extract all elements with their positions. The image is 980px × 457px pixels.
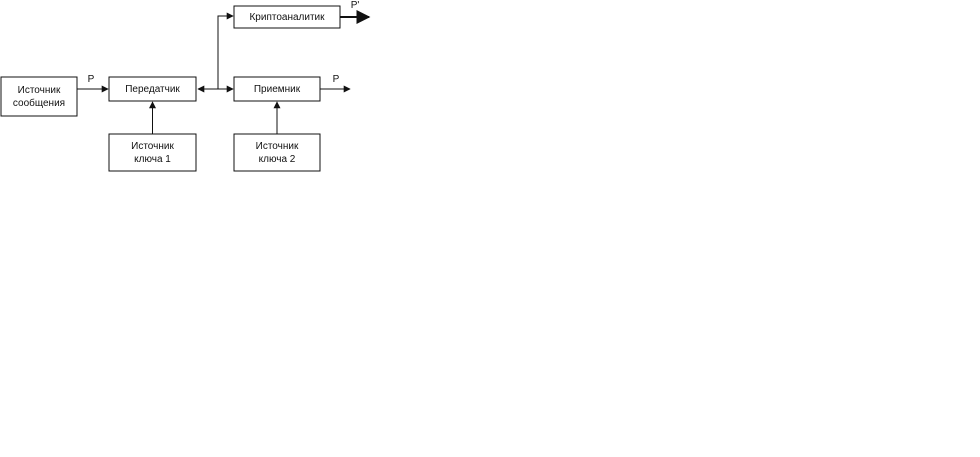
edge-label-cryptanalyst-output: P' [351,0,360,11]
node-message-source-line-2: сообщения [13,97,65,109]
node-key-source-1: Источник ключа 1 [108,133,197,172]
node-message-source-line-1: Источник [18,85,61,96]
node-key-source-2: Источник ключа 2 [233,133,321,172]
node-key-source-1-line-1: Источник [131,141,174,152]
edge-label-source-to-transmitter: P [88,74,95,85]
node-message-source: Источник сообщения [0,76,78,117]
edge-label-receiver-output: P [333,74,340,85]
node-transmitter: Передатчик [108,76,197,102]
node-cryptanalyst: Криптоаналитик [233,5,341,29]
node-cryptanalyst-label: Криптоаналитик [249,12,325,23]
node-transmitter-label: Передатчик [125,84,180,95]
edge-channel-to-cryptanalyst [217,12,234,89]
node-receiver: Приемник [233,76,321,102]
node-key-source-2-line-2: ключа 2 [259,154,296,165]
node-receiver-label: Приемник [254,84,301,95]
node-key-source-2-line-1: Источник [256,141,299,152]
node-key-source-1-line-2: ключа 1 [134,154,171,165]
